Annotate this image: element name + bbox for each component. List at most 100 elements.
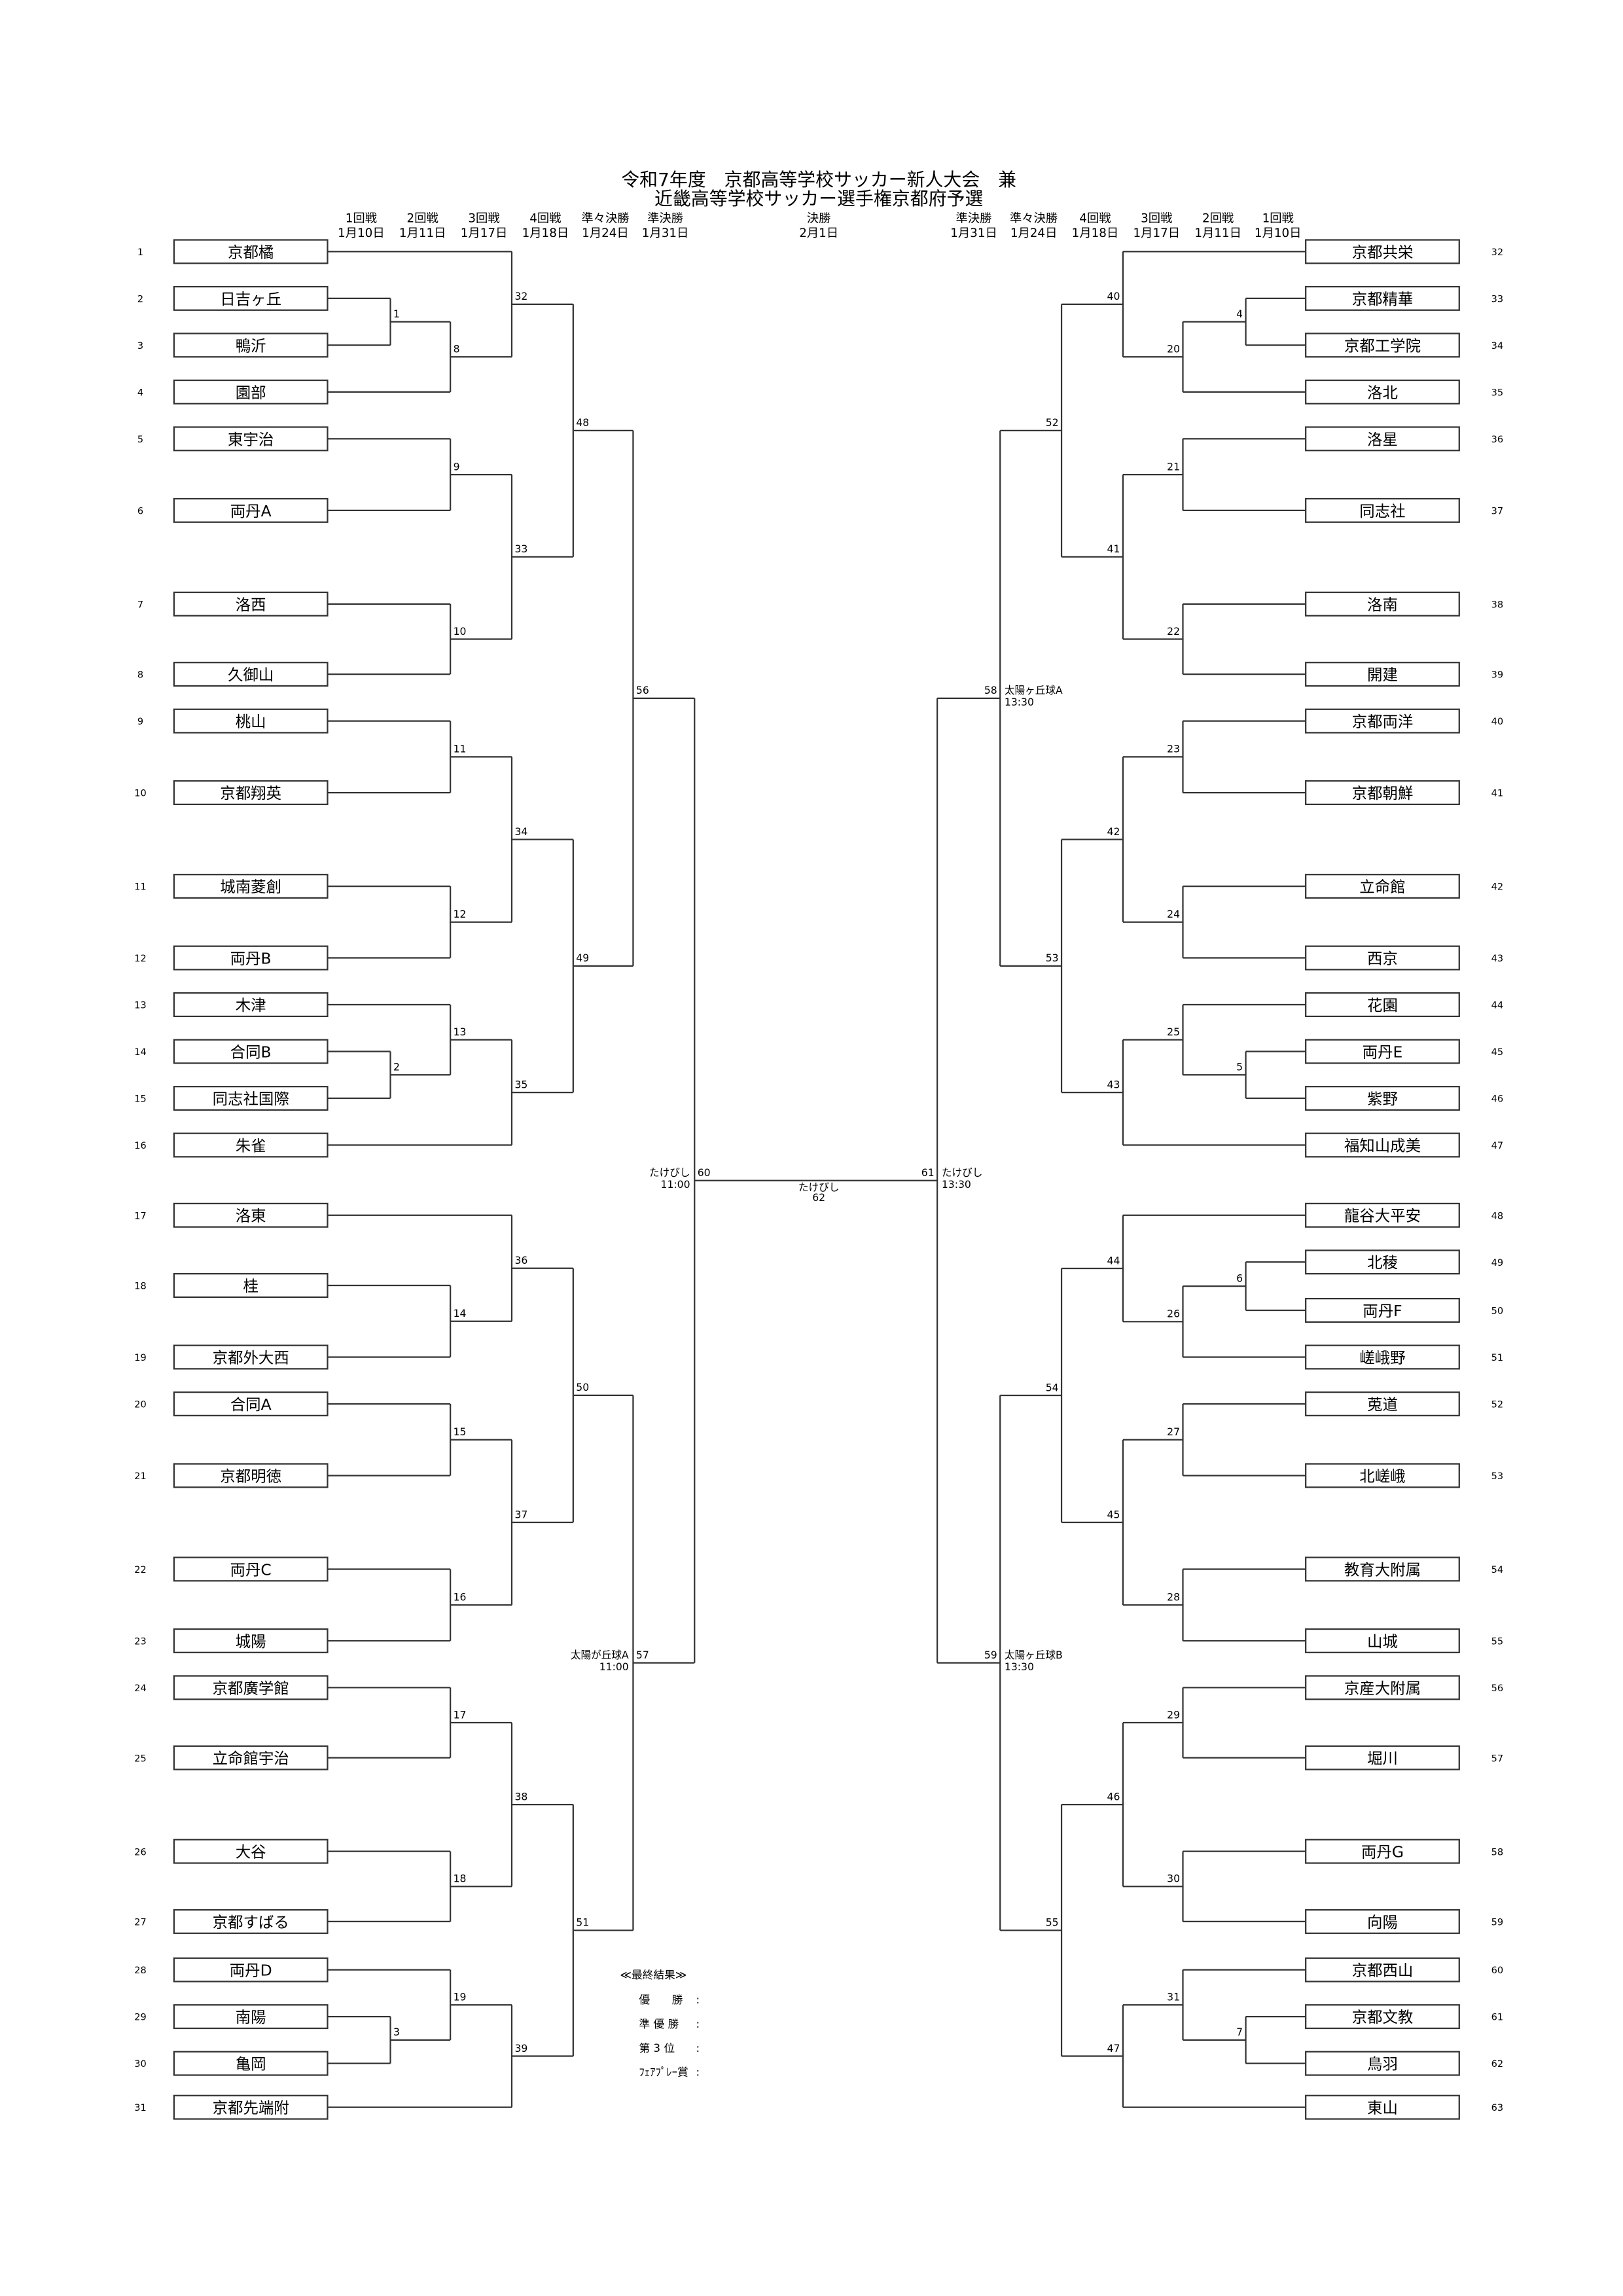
team-seed-number: 19 — [134, 1353, 146, 1363]
team-name: 城南菱創 — [220, 878, 281, 896]
team-seed-number: 13 — [134, 1001, 146, 1011]
team-box — [1305, 1839, 1460, 1864]
team-seed-number: 45 — [1491, 1047, 1503, 1058]
team-seed-number: 1 — [137, 247, 143, 258]
team-seed-number: 26 — [134, 1847, 146, 1857]
team-name: 堀川 — [1367, 1749, 1398, 1768]
match-number: 26 — [1167, 1308, 1180, 1320]
team-box — [1305, 2094, 1460, 2120]
match-number: 55 — [1046, 1916, 1059, 1929]
team-seed-number: 16 — [134, 1141, 146, 1151]
match-number: 18 — [454, 1873, 467, 1885]
team-box — [173, 1273, 329, 1299]
team-name: 京都すばる — [213, 1913, 289, 1931]
team-seed-number: 8 — [137, 670, 143, 681]
team-name: 洛星 — [1367, 430, 1398, 448]
round-name: 準決勝 — [647, 212, 683, 226]
team-box — [1305, 992, 1460, 1018]
result-colon: : — [696, 2041, 700, 2054]
team-seed-number: 59 — [1491, 1917, 1503, 1928]
team-seed-number: 50 — [1491, 1306, 1503, 1317]
team-name: 京都翔英 — [220, 784, 281, 802]
match-labels: 1234567891011121314151617181920212223242… — [393, 290, 1243, 2054]
team-name: 京都精華 — [1352, 290, 1414, 308]
team-seed-number: 14 — [134, 1047, 146, 1058]
team-box — [1305, 591, 1460, 617]
team-seed-number: 22 — [134, 1565, 146, 1575]
match-time: 13:30 — [1005, 696, 1034, 708]
team-seed-number: 5 — [137, 435, 143, 445]
team-box — [173, 1039, 329, 1064]
team-box — [173, 874, 329, 899]
team-box — [1305, 780, 1460, 806]
match-number: 60 — [698, 1166, 711, 1179]
match-number: 12 — [454, 908, 467, 920]
team-seed-number: 27 — [134, 1917, 146, 1928]
match-number: 22 — [1167, 625, 1180, 637]
match-number: 10 — [454, 625, 467, 637]
team-name: 洛北 — [1367, 384, 1398, 402]
match-number: 3 — [393, 2026, 400, 2038]
team-box — [1305, 379, 1460, 404]
team-box — [173, 992, 329, 1018]
round-name: 2回戦 — [407, 212, 438, 226]
round-date: 1月10日 — [338, 226, 385, 240]
result-label: ﾌｪｱﾌﾟﾚｰ賞 — [639, 2066, 688, 2079]
round-name: 3回戦 — [1141, 212, 1172, 226]
match-number: 42 — [1107, 825, 1120, 838]
team-name: 莵道 — [1367, 1395, 1398, 1414]
team-box — [1305, 1132, 1460, 1158]
team-seed-number: 21 — [134, 1471, 146, 1482]
round-name: 4回戦 — [1079, 212, 1111, 226]
match-time: 11:00 — [661, 1178, 690, 1191]
team-box — [1305, 2051, 1460, 2076]
team-box — [1305, 1391, 1460, 1416]
team-seed-number: 36 — [1491, 435, 1503, 445]
match-number: 45 — [1107, 1508, 1120, 1520]
match-number: 6 — [1236, 1272, 1243, 1284]
team-seed-number: 15 — [134, 1094, 146, 1105]
match-number: 32 — [514, 290, 527, 302]
match-number: 61 — [921, 1166, 935, 1179]
match-number: 28 — [1167, 1590, 1180, 1603]
match-number: 58 — [984, 684, 997, 696]
team-name: 京都橘 — [228, 243, 274, 261]
team-name: 桂 — [243, 1277, 258, 1295]
team-box — [173, 1463, 329, 1488]
team-name: 京産大附属 — [1344, 1679, 1421, 1697]
team-box — [1305, 426, 1460, 452]
team-seed-number: 61 — [1491, 2013, 1503, 2023]
match-number: 30 — [1167, 1873, 1180, 1885]
round-name: 3回戦 — [468, 212, 499, 226]
result-label: 準 優 勝 — [639, 2017, 679, 2030]
match-number: 7 — [1236, 2026, 1243, 2038]
team-box — [173, 1675, 329, 1700]
team-name: 鴨沂 — [236, 336, 266, 355]
bracket-lines — [327, 251, 1306, 2108]
team-name: 久御山 — [228, 666, 274, 684]
team-name: 同志社国際 — [213, 1090, 289, 1108]
team-seed-number: 32 — [1491, 247, 1503, 258]
round-date: 1月18日 — [1072, 226, 1119, 240]
team-seed-number: 9 — [137, 717, 143, 727]
team-name: 立命館宇治 — [213, 1749, 289, 1768]
team-name: 両丹G — [1361, 1843, 1404, 1861]
title-line-1: 令和7年度 京都高等学校サッカー新人大会 兼 — [621, 169, 1016, 190]
match-number: 14 — [454, 1307, 467, 1319]
team-seed-number: 60 — [1491, 1965, 1503, 1976]
team-name: 東宇治 — [228, 430, 274, 448]
match-number: 11 — [454, 743, 467, 755]
team-box — [173, 780, 329, 806]
round-name: 2回戦 — [1202, 212, 1234, 226]
team-seed-number: 20 — [134, 1400, 146, 1410]
team-name: 洛南 — [1367, 596, 1398, 614]
match-number: 51 — [576, 1916, 589, 1929]
match-number: 16 — [454, 1590, 467, 1603]
team-name: 両丹C — [230, 1560, 272, 1579]
round-date: 1月31日 — [950, 226, 997, 240]
team-name: 花園 — [1367, 996, 1398, 1014]
results-heading: ≪最終結果≫ — [620, 1968, 687, 1981]
team-name: 合同A — [230, 1395, 272, 1414]
match-number: 44 — [1107, 1254, 1120, 1266]
